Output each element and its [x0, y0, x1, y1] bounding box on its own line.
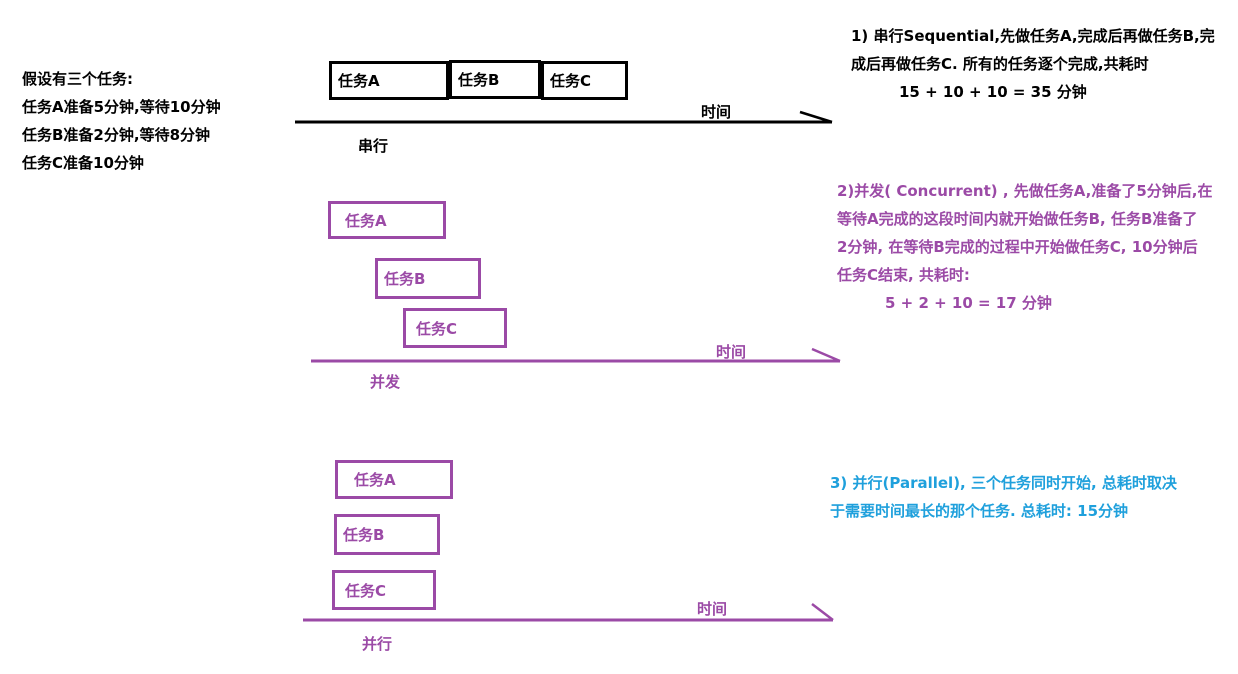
- concurrent-axis: [311, 347, 841, 363]
- parallel-desc-line-1: 3) 并行(Parallel), 三个任务同时开始, 总耗时取决: [830, 474, 1177, 492]
- serial-desc-line-1: 1) 串行Sequential,先做任务A,完成后再做任务B,完: [851, 27, 1215, 45]
- intro-line-a: 任务A准备5分钟,等待10分钟: [22, 98, 221, 116]
- parallel-axis-label: 时间: [697, 600, 728, 618]
- concurrent-desc-line-4: 任务C结束, 共耗时:: [837, 266, 970, 284]
- intro-line-b: 任务B准备2分钟,等待8分钟: [22, 126, 211, 144]
- serial-formula: 15 + 10 + 10 = 35 分钟: [899, 83, 1087, 101]
- parallel-desc-line-2: 于需要时间最长的那个任务. 总耗时: 15分钟: [830, 502, 1129, 520]
- parallel-axis: [303, 603, 834, 622]
- concurrent-desc-line-2: 等待A完成的这段时间内就开始做任务B, 任务B准备了: [837, 210, 1198, 228]
- concurrent-task-c: 任务C: [403, 308, 507, 348]
- serial-task-c: 任务C: [541, 61, 628, 100]
- parallel-description: 3) 并行(Parallel), 三个任务同时开始, 总耗时取决 于需要时间最长…: [830, 469, 1177, 525]
- serial-axis: [295, 110, 833, 124]
- concurrent-task-a: 任务A: [328, 201, 446, 239]
- concurrent-mode-label: 并发: [370, 373, 401, 391]
- serial-description: 1) 串行Sequential,先做任务A,完成后再做任务B,完 成后再做任务C…: [851, 22, 1215, 106]
- intro-line-c: 任务C准备10分钟: [22, 154, 144, 172]
- concurrent-formula: 5 + 2 + 10 = 17 分钟: [885, 294, 1052, 312]
- parallel-task-a: 任务A: [335, 460, 453, 499]
- serial-mode-label: 串行: [358, 137, 389, 155]
- parallel-task-c: 任务C: [332, 570, 436, 610]
- serial-axis-label: 时间: [701, 103, 732, 121]
- intro-title: 假设有三个任务:: [22, 70, 133, 88]
- parallel-task-b: 任务B: [334, 514, 440, 555]
- parallel-mode-label: 并行: [362, 635, 393, 653]
- concurrent-desc-line-3: 2分钟, 在等待B完成的过程中开始做任务C, 10分钟后: [837, 238, 1198, 256]
- serial-task-a: 任务A: [329, 61, 449, 100]
- concurrent-desc-line-1: 2)并发( Concurrent) , 先做任务A,准备了5分钟后,在: [837, 182, 1213, 200]
- serial-task-b: 任务B: [449, 60, 541, 99]
- serial-desc-line-2: 成后再做任务C. 所有的任务逐个完成,共耗时: [851, 55, 1149, 73]
- concurrent-description: 2)并发( Concurrent) , 先做任务A,准备了5分钟后,在 等待A完…: [837, 177, 1212, 317]
- concurrent-task-b: 任务B: [375, 258, 481, 299]
- concurrent-axis-label: 时间: [716, 343, 747, 361]
